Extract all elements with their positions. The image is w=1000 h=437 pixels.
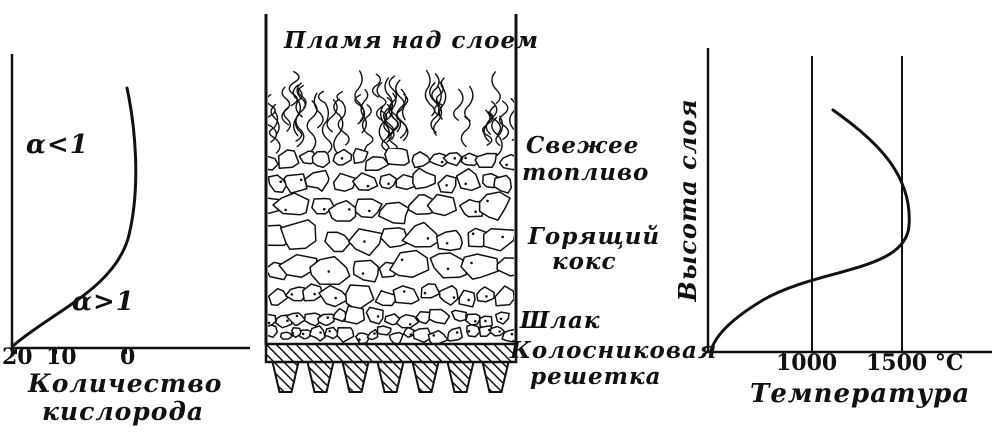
temperature-axes (706, 48, 992, 354)
oxygen-chart: α<1 α>1 20 10 0 Количество кислорода (2, 54, 250, 426)
furnace-walls (264, 14, 518, 345)
coke-stones (268, 148, 514, 344)
temperature-tick-1500: 1500 °C (866, 350, 963, 376)
burning-coke-label-line1: Горящий (527, 223, 660, 250)
oxygen-curve (12, 86, 138, 347)
grate-tooth (306, 361, 335, 393)
fresh-fuel-label-line2: топливо (522, 159, 649, 186)
oxygen-tick-0: 0 (120, 344, 135, 370)
slag-label: Шлак (519, 307, 600, 334)
flame-above-bed-label: Пламя над слоем (283, 27, 539, 54)
furnace-schematic: Пламя над слоем Свежее топливо Горящий к… (264, 14, 717, 393)
grate-bar (264, 342, 518, 364)
grate-label-line1: Колосниковая (509, 337, 717, 364)
grate-tooth (481, 361, 510, 393)
oxygen-tick-10: 10 (46, 344, 77, 370)
alpha-less-annotation: α<1 (26, 130, 89, 160)
fresh-fuel-label-line1: Свежее (526, 132, 639, 159)
flame-squiggles (268, 69, 514, 156)
temperature-ylabel: Высота слоя (673, 99, 702, 303)
grate (264, 342, 518, 393)
alpha-greater-annotation: α>1 (72, 287, 135, 317)
temperature-xlabel: Температура (750, 379, 970, 409)
grate-tooth (271, 361, 300, 393)
grate-tooth (341, 361, 370, 393)
temperature-tick-1000: 1000 (776, 350, 837, 376)
oxygen-axis-ticks (15, 348, 127, 354)
grate-tooth (376, 361, 405, 393)
burning-coke-label-line2: кокс (552, 248, 616, 275)
temperature-chart: Высота слоя 1000 1500 °C Температура (673, 48, 992, 409)
grate-label-line2: решетка (530, 363, 662, 390)
oxygen-tick-20: 20 (2, 344, 33, 370)
oxygen-axes (10, 54, 250, 350)
grate-tooth (411, 361, 440, 393)
oxygen-xlabel-line2: кислорода (42, 397, 204, 426)
grate-tooth (446, 361, 475, 393)
layer-labels: Свежее топливо Горящий кокс Шлак Колосни… (509, 132, 717, 390)
oxygen-xlabel-line1: Количество (27, 369, 222, 398)
temperature-curve (709, 108, 911, 353)
